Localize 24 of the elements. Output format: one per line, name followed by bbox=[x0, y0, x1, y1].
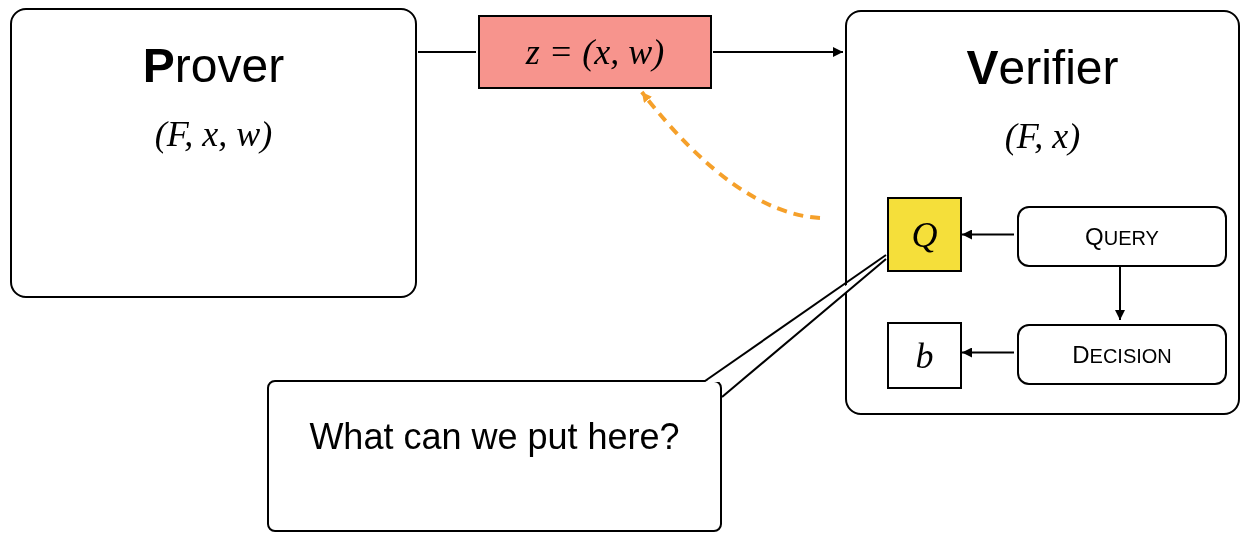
arrow bbox=[712, 47, 844, 57]
title-text: Prover bbox=[142, 42, 285, 90]
formula-text: (F, x) bbox=[1004, 116, 1081, 156]
label-text: QUERY bbox=[1085, 221, 1159, 252]
arrow bbox=[961, 229, 1015, 240]
query-box bbox=[1017, 206, 1227, 267]
decision-box bbox=[1017, 324, 1227, 385]
decision-output-box bbox=[887, 322, 962, 389]
formula-text: z = (x, w) bbox=[525, 32, 665, 72]
arrow bbox=[1115, 265, 1125, 321]
verifier-box bbox=[845, 10, 1240, 415]
formula-text: (F, x, w) bbox=[154, 114, 273, 154]
query-answer-box bbox=[887, 197, 962, 272]
speech-bubble bbox=[267, 380, 722, 532]
question-text: What can we put here? bbox=[309, 415, 680, 459]
title-text: Verifier bbox=[966, 44, 1119, 92]
message-box bbox=[478, 15, 712, 89]
dashed-arrow bbox=[640, 90, 821, 220]
formula-text: b bbox=[915, 335, 934, 376]
connector-line bbox=[417, 51, 477, 53]
label-text: DECISION bbox=[1072, 339, 1172, 370]
prover-box bbox=[10, 8, 417, 298]
formula-text: Q bbox=[911, 214, 938, 255]
arrow bbox=[961, 347, 1015, 358]
